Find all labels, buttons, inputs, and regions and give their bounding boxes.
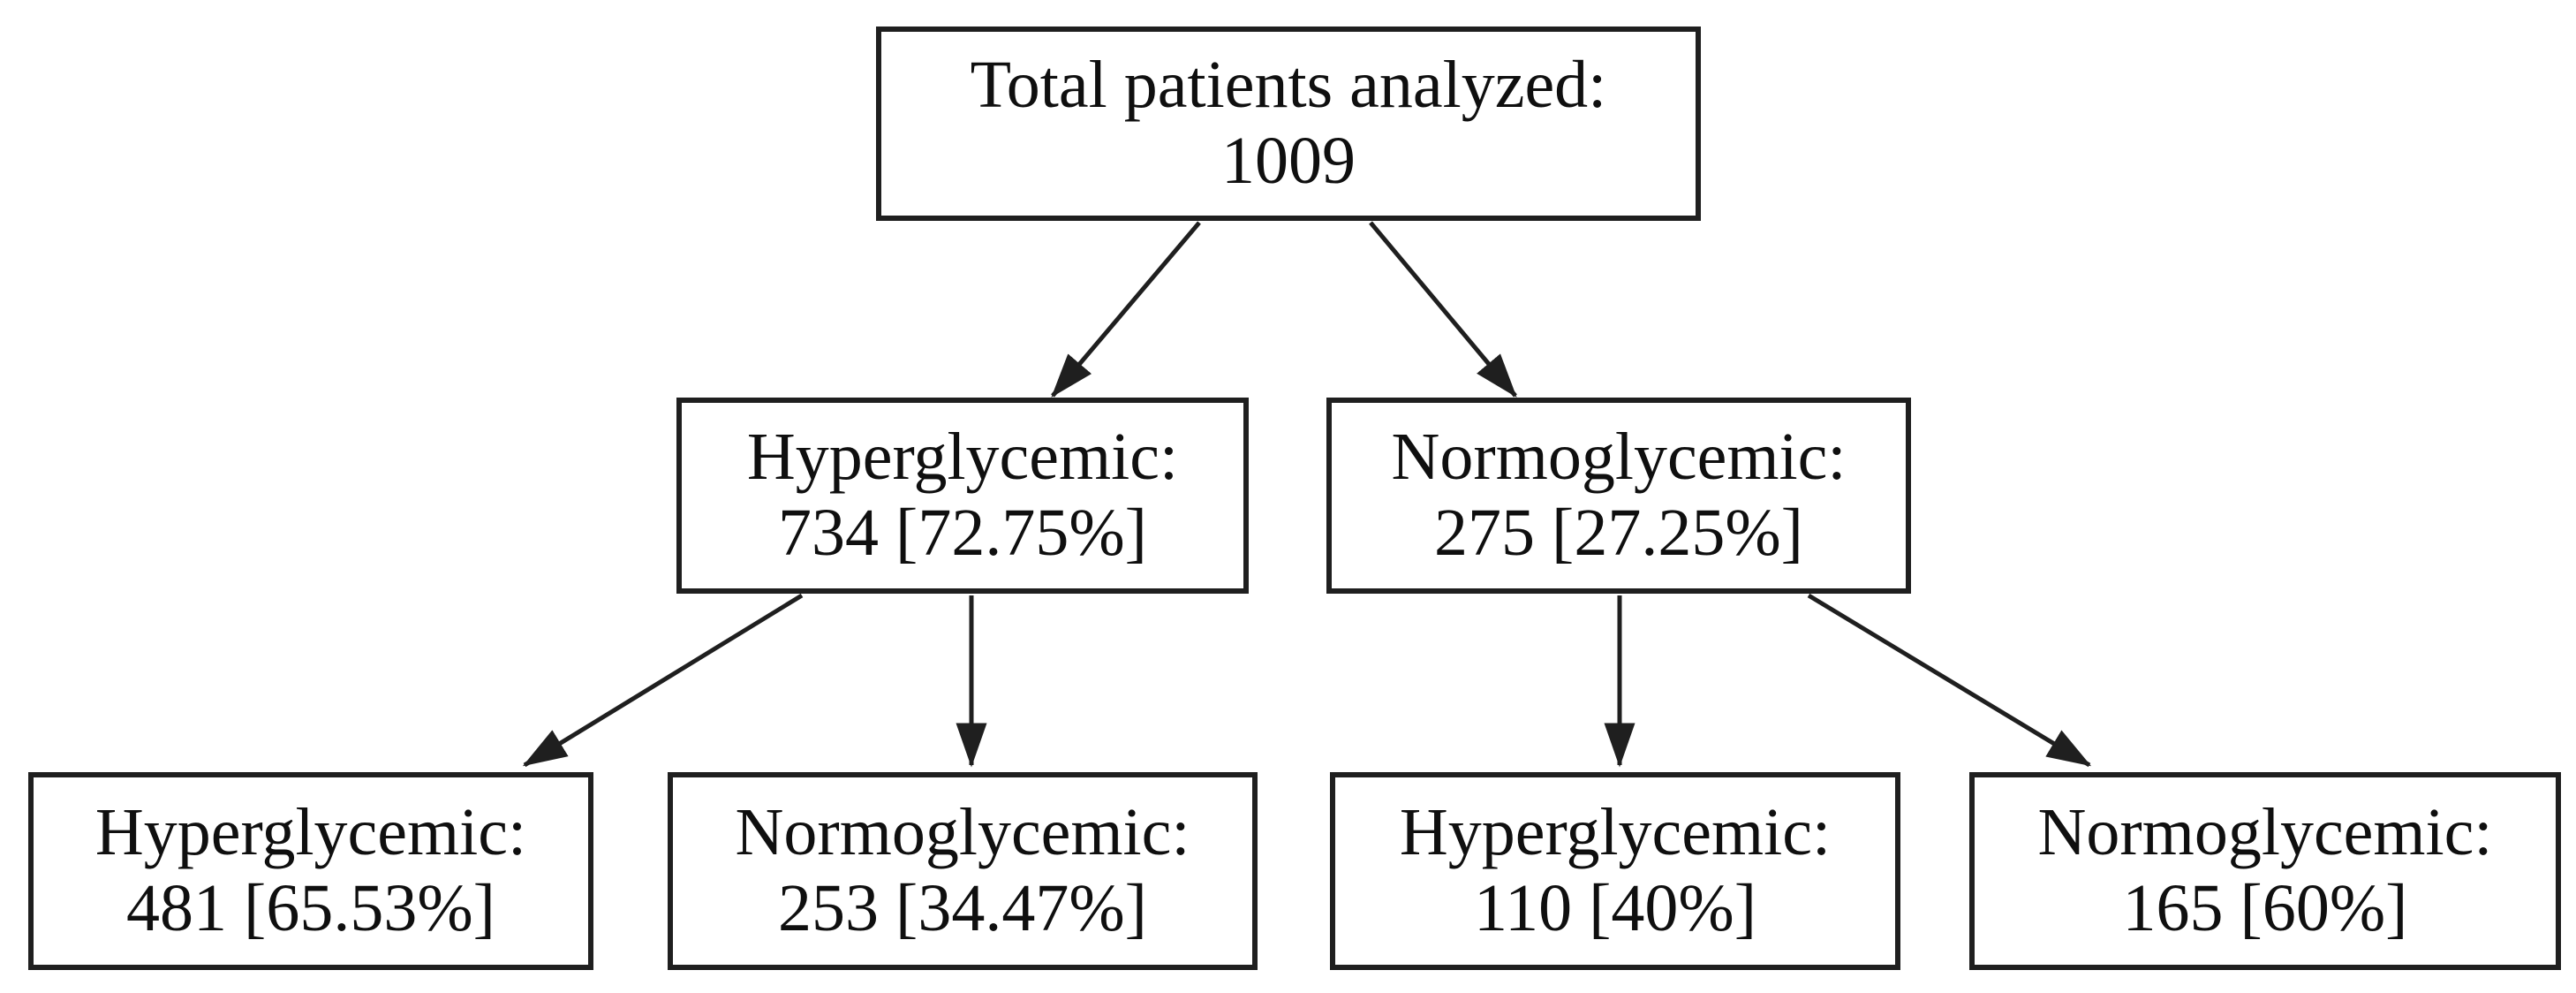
node-total-patients-value: 1009	[1221, 124, 1356, 198]
node-normoglycemic-leaf2: Normoglycemic: 253 [34.47%]	[668, 772, 1258, 970]
edge-hyperglycemic-to-leaf1-arrow	[522, 593, 804, 768]
node-normoglycemic-leaf4: Normoglycemic: 165 [60%]	[1969, 772, 2561, 970]
node-normoglycemic-leaf2-value: 253 [34.47%]	[778, 871, 1147, 945]
node-hyperglycemic-leaf3-value: 110 [40%]	[1473, 871, 1757, 945]
node-hyperglycemic-leaf1-value: 481 [65.53%]	[126, 871, 495, 945]
node-total-patients: Total patients analyzed: 1009	[876, 27, 1701, 221]
node-normoglycemic-leaf2-label: Normoglycemic:	[735, 795, 1190, 870]
node-normoglycemic-leaf4-label: Normoglycemic:	[2037, 795, 2493, 870]
node-hyperglycemic-leaf3: Hyperglycemic: 110 [40%]	[1330, 772, 1900, 970]
edge-root-to-hyperglycemic-arrow	[1051, 221, 1201, 398]
node-hyperglycemic-level2: Hyperglycemic: 734 [72.75%]	[676, 398, 1249, 594]
edge-root-to-normoglycemic-arrow	[1369, 221, 1517, 398]
node-hyperglycemic-leaf1-label: Hyperglycemic:	[94, 795, 527, 870]
node-total-patients-label: Total patients analyzed:	[970, 48, 1607, 123]
node-hyperglycemic-leaf3-label: Hyperglycemic:	[1399, 795, 1832, 870]
node-normoglycemic-leaf4-value: 165 [60%]	[2122, 871, 2408, 945]
edge-normoglycemic-to-leaf4-arrow	[1807, 593, 2092, 768]
node-normoglycemic-level2-value: 275 [27.25%]	[1434, 496, 1803, 570]
node-hyperglycemic-level2-value: 734 [72.75%]	[778, 496, 1147, 570]
node-hyperglycemic-leaf1: Hyperglycemic: 481 [65.53%]	[28, 772, 593, 970]
node-normoglycemic-level2: Normoglycemic: 275 [27.25%]	[1326, 398, 1911, 594]
node-hyperglycemic-level2-label: Hyperglycemic:	[746, 420, 1179, 495]
node-normoglycemic-level2-label: Normoglycemic:	[1391, 420, 1847, 495]
